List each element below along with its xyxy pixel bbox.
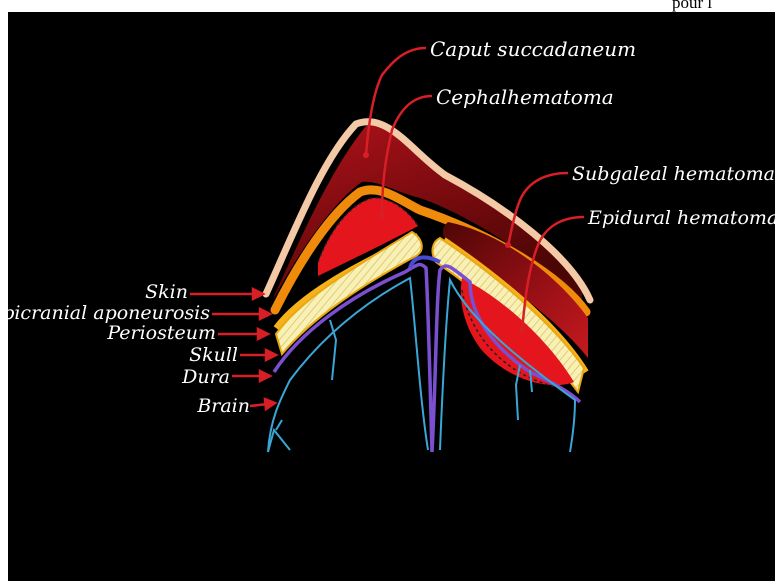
label-dura: Dura <box>181 366 230 388</box>
label-caput-succadaneum: Caput succadaneum <box>430 37 636 61</box>
label-cephalhematoma: Cephalhematoma <box>436 85 614 109</box>
label-epicranial-aponeurosis: Epicranial aponeurosis <box>0 302 210 324</box>
label-epidural-hematoma: Epidural hematoma <box>587 207 775 229</box>
label-periosteum: Periosteum <box>106 322 216 344</box>
label-skull: Skull <box>189 344 238 366</box>
label-subgaleal-hematoma: Subgaleal hematoma <box>572 163 775 185</box>
label-brain: Brain <box>196 395 250 417</box>
label-skin: Skin <box>145 281 188 303</box>
background-panel <box>8 12 775 581</box>
